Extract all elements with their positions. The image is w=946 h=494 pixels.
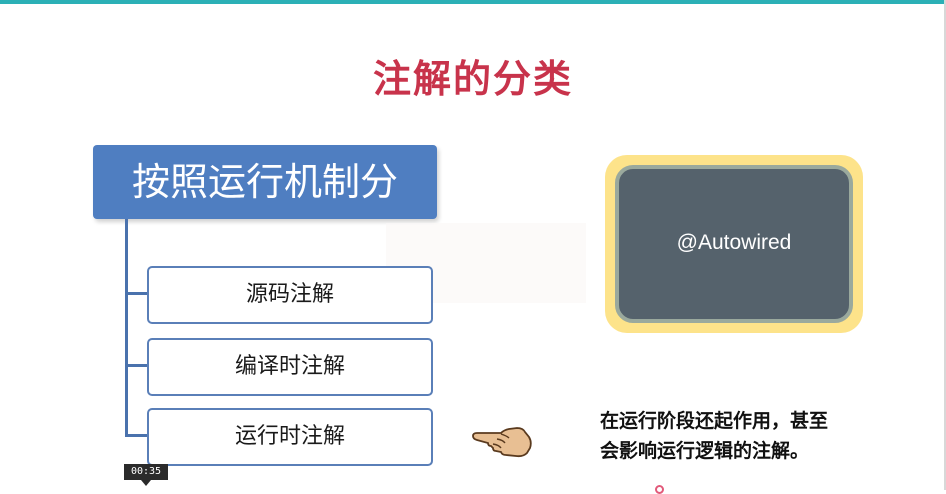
window-edge [944,0,946,490]
top-accent-bar [0,0,946,4]
tooltip-caret [141,480,151,486]
note-line: 在运行阶段还起作用，甚至 [600,410,829,432]
tree-connector-branch [125,434,149,437]
screen-annotation-text: @Autowired [676,231,792,254]
child-box-compile-annotation: 编译时注解 [147,338,433,396]
root-category-box: 按照运行机制分 [93,145,437,219]
slide-title: 注解的分类 [372,57,573,101]
child-box-runtime-annotation: 运行时注解 [147,408,433,466]
video-timestamp-tooltip: 00:35 [124,464,168,480]
tree-connector-branch [125,292,149,295]
pointing-hand-icon [472,427,532,458]
runtime-annotation-note: 在运行阶段还起作用，甚至 会影响运行逻辑的注解。 [600,406,880,466]
tree-connector-branch [125,364,149,367]
tree-connector-vertical [125,219,128,437]
example-screen: @Autowired [615,165,853,323]
note-line: 会影响运行逻辑的注解。 [600,440,810,462]
child-box-source-annotation: 源码注解 [147,266,433,324]
